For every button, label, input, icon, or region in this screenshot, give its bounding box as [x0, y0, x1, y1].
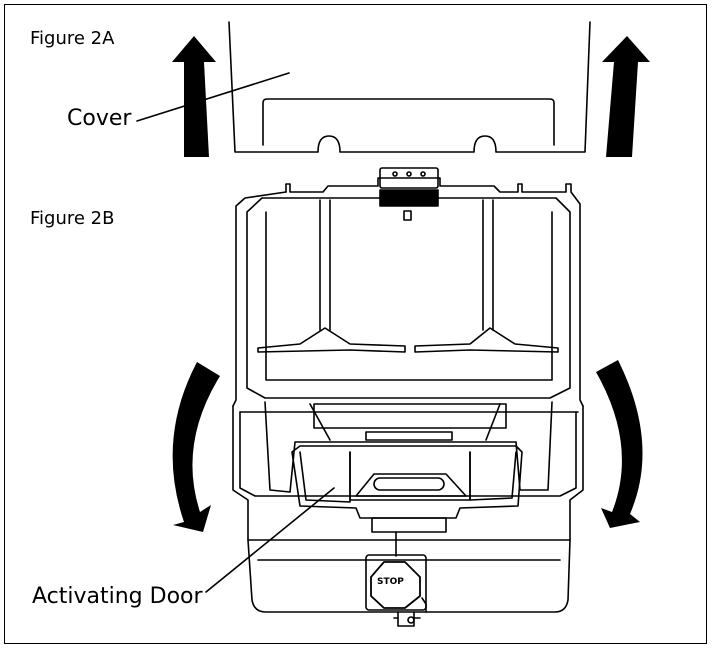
cover-drawing	[228, 21, 591, 153]
curved-arrow-icon-right	[596, 360, 643, 528]
cover-label: Cover	[67, 106, 132, 131]
stop-sign-icon: STOP	[377, 577, 404, 587]
up-arrow-icon-right	[602, 36, 650, 157]
up-arrow-icon-left	[172, 36, 216, 157]
figure-2b-label: Figure 2B	[30, 208, 115, 229]
curved-arrow-icon-left	[172, 362, 220, 532]
cover-leader-line	[136, 72, 290, 122]
figure-2a-label: Figure 2A	[30, 28, 115, 49]
dispenser-body	[232, 167, 584, 627]
activating-door-leader-line	[205, 487, 335, 593]
activating-door-label: Activating Door	[32, 584, 203, 609]
diagram-frame	[4, 4, 707, 644]
